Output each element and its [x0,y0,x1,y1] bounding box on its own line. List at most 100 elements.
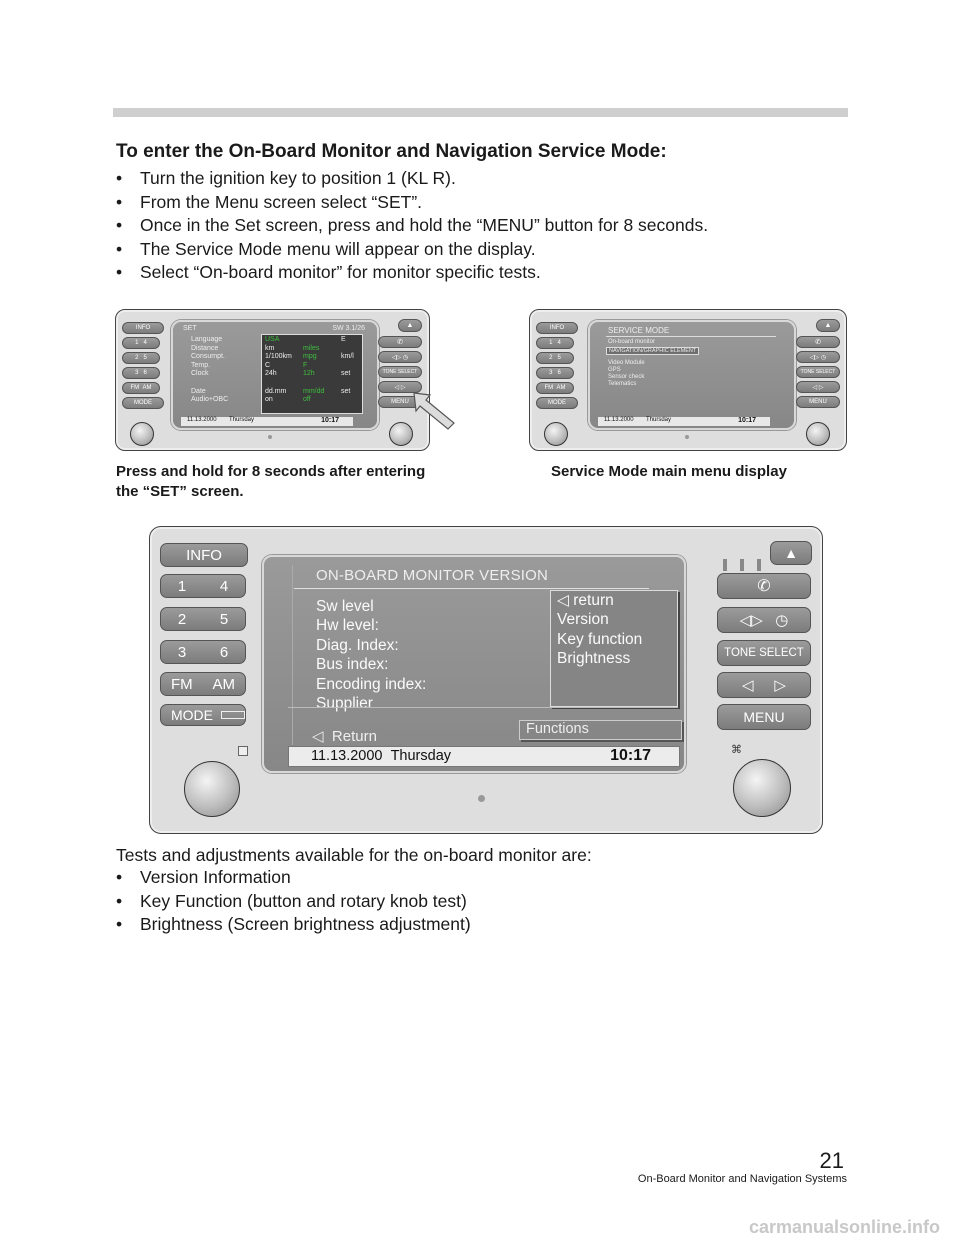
field-bus-index: Bus index: [316,656,389,674]
info-button[interactable]: INFO [536,322,578,334]
menu-button[interactable]: MENU [378,396,422,408]
monitor-service-mode-figure: INFO 1 4 2 5 3 6 FM AM MODE SERVICE MODE… [529,309,847,451]
value-ddmm: dd.mm [265,387,287,395]
preset-6-label: 6 [557,370,561,376]
fm-am-button[interactable]: FM AM [122,382,160,394]
eject-button[interactable]: ▲ [770,541,812,565]
set-col3: E km/l set set [341,336,354,396]
value-on: on [265,396,273,404]
nav-clock-button[interactable]: ◁▷ ◷ [378,351,422,363]
tone-select-button[interactable]: TONE SELECT [378,366,422,378]
field-sw-level: Sw level [316,598,374,615]
date-text: 11.13.2000 [311,748,383,764]
sw-version: SW 3.1/26 [332,325,365,332]
value-e: E [341,336,346,343]
bottom-rule [288,707,678,708]
service-item[interactable]: Telematics [608,381,637,387]
footer-title: On-Board Monitor and Navigation Systems [637,1173,847,1185]
tests-intro: Tests and adjustments available for the … [116,845,592,865]
info-button[interactable]: INFO [122,322,164,334]
menu-key-function-item[interactable]: Key function [557,630,643,648]
volume-knob[interactable] [544,422,568,446]
caption-line: the “SET” screen. [116,483,244,500]
service-date-bar: 11.13.2000 Thursday 10:17 [598,417,770,426]
preset-2-5-button[interactable]: 2 5 [536,352,574,364]
seek-button[interactable]: ◁ ▷ [796,381,840,393]
set-screen: SET SW 3.1/26 Language Distance Consumpt… [171,320,379,430]
eject-button[interactable]: ▲ [816,319,840,332]
left-indicator [238,746,248,756]
preset-1-label: 1 [135,340,139,346]
service-item[interactable]: Sensor check [608,374,645,380]
service-item[interactable]: GPS [608,367,621,373]
preset-3-6-button[interactable]: 3 6 [536,367,574,379]
seek-button[interactable]: ◁ ▷ [717,672,811,698]
value-12h: 12h [303,370,315,378]
functions-button[interactable]: Functions [519,720,682,740]
return-button[interactable]: ◁ Return [312,727,377,745]
seek-button[interactable]: ◁ ▷ [378,381,422,393]
field-hw-level: Hw level: [316,617,379,635]
tone-select-button[interactable]: TONE SELECT [717,640,811,666]
test-item: Brightness (Screen brightness adjustment… [116,913,471,937]
volume-knob[interactable] [130,422,154,446]
mode-label: MODE [134,400,152,406]
service-screen: SERVICE MODE On-board monitor NAVIGATION… [588,320,796,430]
service-title-rule [606,336,776,337]
menu-knob[interactable] [733,759,791,817]
step-item: Select “On-board monitor” for monitor sp… [116,261,708,285]
field-diag-index: Diag. Index: [316,636,399,654]
value-kml: km/l [341,353,354,361]
eject-button[interactable]: ▲ [398,319,422,332]
phone-button[interactable]: ✆ [796,336,840,348]
preset-2-label: 2 [177,610,187,628]
info-label: INFO [549,325,565,331]
menu-knob[interactable] [806,422,830,446]
tone-select-label: TONE SELECT [382,369,418,375]
preset-5-label: 5 [143,355,147,361]
nav-clock-button[interactable]: ◁▷ ◷ [796,351,840,363]
time-text: 10:17 [610,747,651,764]
step-item: From the Menu screen select “SET”. [116,191,708,215]
menu-version-item[interactable]: Version [557,611,609,629]
menu-knob[interactable] [389,422,413,446]
menu-button[interactable]: MENU [796,396,840,408]
menu-return-item[interactable]: ◁ return [551,591,677,610]
date-bar: 11.13.2000 Thursday 10:17 [288,746,680,767]
mode-button[interactable]: MODE [160,704,246,726]
nav-clock-button[interactable]: ◁▷ ◷ [717,607,811,633]
preset-1-4-button[interactable]: 1 4 [122,337,160,349]
watermark: carmanualsonline.info [748,1217,940,1237]
set-values-panel [261,334,363,414]
service-item-selected[interactable]: NAVIGATION/GRAPHIC ELEMENT [606,347,700,355]
value-mpg: mpg [303,353,317,361]
center-dot [685,435,689,439]
test-item: Version Information [116,866,471,890]
preset-1-label: 1 [549,340,553,346]
preset-3-6-button[interactable]: 3 6 [122,367,160,379]
am-label: AM [142,385,152,391]
info-button[interactable]: INFO [160,543,248,567]
volume-knob[interactable] [184,761,240,817]
time-text: 10:17 [321,417,339,424]
value-c: C [265,361,271,369]
preset-1-4-button[interactable]: 1 4 [536,337,574,349]
day-text: Thursday [229,417,255,423]
field-supplier: Supplier [316,695,373,713]
service-item[interactable]: Video Module [608,360,645,366]
menu-brightness-item[interactable]: Brightness [557,650,631,668]
value-mmdd: mm/dd [303,387,325,395]
fm-am-button[interactable]: FM AM [536,382,574,394]
phone-button[interactable]: ✆ [378,336,422,348]
mode-button[interactable]: MODE [536,397,578,409]
mode-button[interactable]: MODE [122,397,164,409]
phone-button[interactable]: ✆ [717,573,811,599]
menu-label: MENU [391,399,409,405]
preset-2-5-button[interactable]: 2 5 [122,352,160,364]
tone-select-button[interactable]: TONE SELECT [796,366,840,378]
menu-button[interactable]: MENU [717,704,811,730]
